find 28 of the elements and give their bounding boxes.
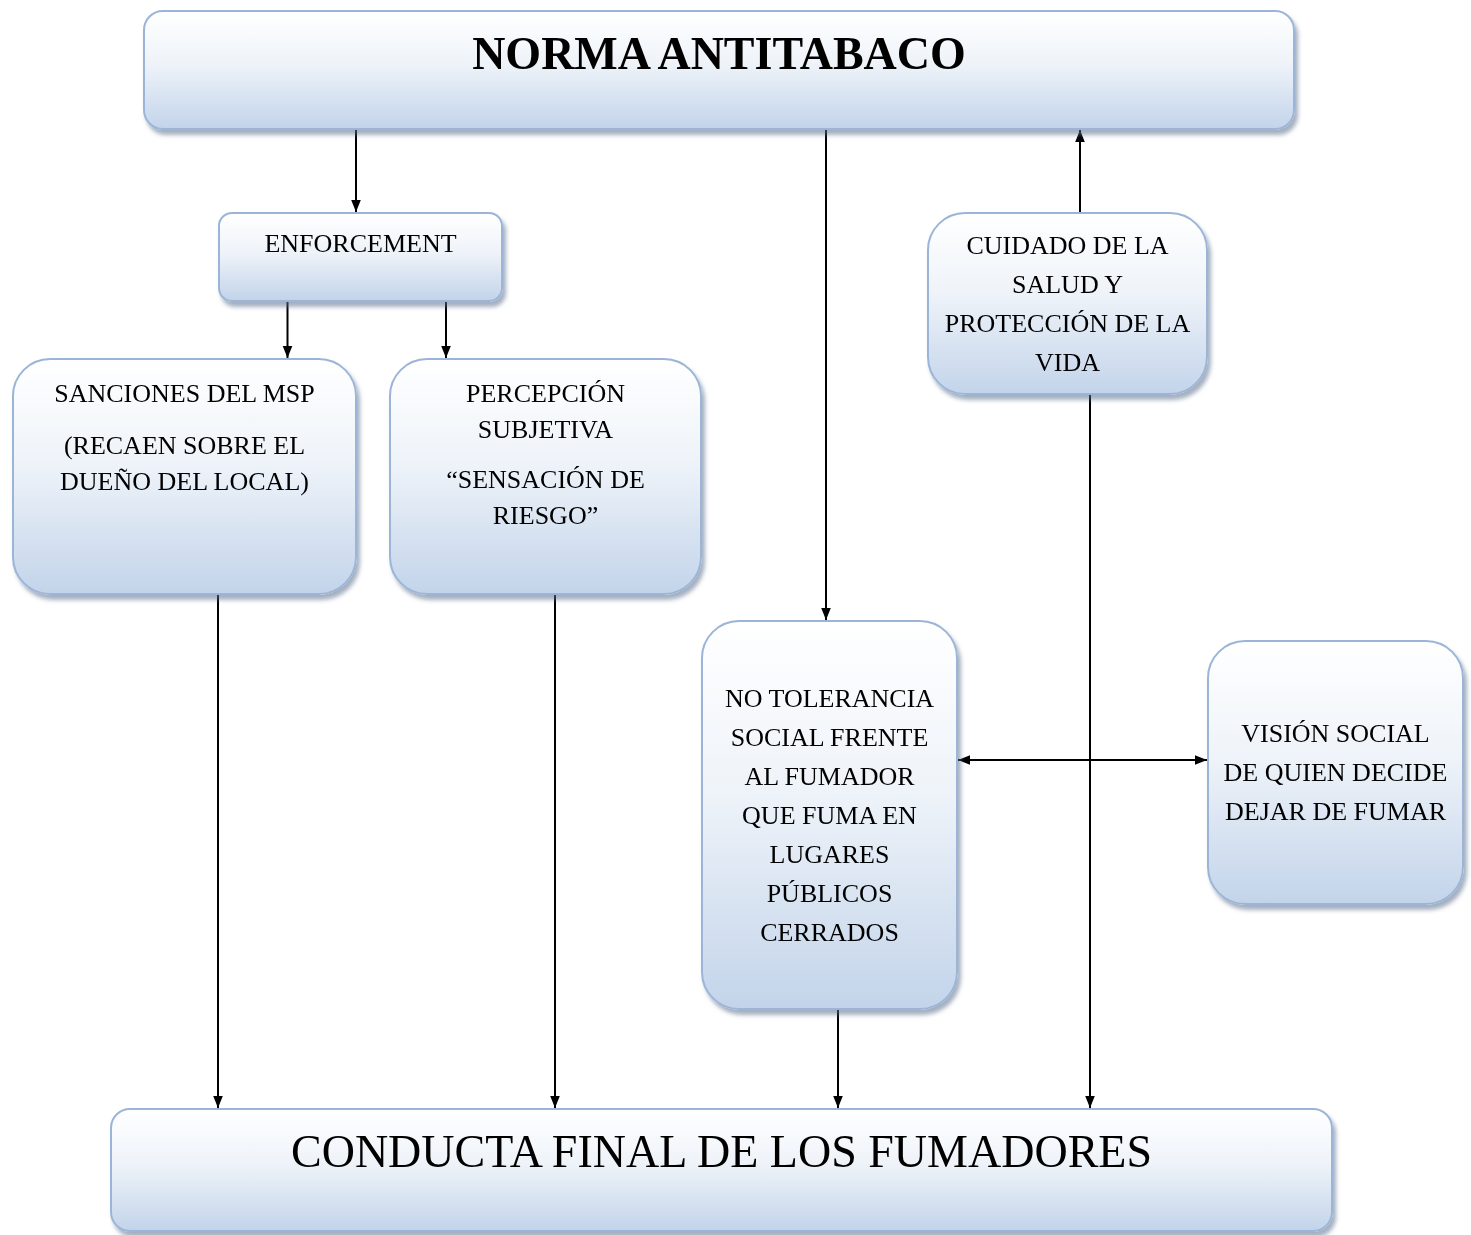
box-title: CONDUCTA FINAL DE LOS FUMADORES bbox=[291, 1125, 1152, 1179]
arrow bbox=[351, 129, 361, 213]
box-title: NORMA ANTITABACO bbox=[472, 27, 966, 81]
box-note: (RECAEN SOBRE EL DUEÑO DEL LOCAL) bbox=[59, 430, 310, 498]
box-title: PERCEPCIÓN SUBJETIVA bbox=[465, 378, 626, 446]
arrow bbox=[550, 594, 560, 1109]
box-title: ENFORCEMENT bbox=[264, 228, 457, 260]
concept-box bbox=[12, 358, 357, 595]
arrow bbox=[213, 594, 223, 1109]
box-title: CUIDADO DE LA SALUD Y PROTECCIÓN DE LA VIDA bbox=[943, 229, 1192, 379]
arrow bbox=[1075, 129, 1085, 213]
arrow bbox=[441, 301, 451, 359]
arrow bbox=[282, 301, 293, 359]
concept-box bbox=[110, 1108, 1333, 1232]
arrow bbox=[957, 755, 1208, 765]
concept-box bbox=[389, 358, 702, 595]
arrow bbox=[833, 1009, 843, 1109]
arrow bbox=[821, 129, 831, 621]
box-note: “SENSACIÓN DE RIESGO” bbox=[445, 464, 646, 532]
box-title: VISIÓN SOCIAL DE QUIEN DECIDE DEJAR DE FUMAR bbox=[1223, 718, 1448, 828]
concept-box bbox=[701, 620, 958, 1010]
box-title: SANCIONES DEL MSP bbox=[54, 378, 315, 410]
concept-box bbox=[1207, 640, 1464, 905]
arrow bbox=[1085, 394, 1095, 1109]
box-title: NO TOLERANCIA SOCIAL FRENTE AL FUMADOR QUE FUMA EN LUGARES PÚBLICOS CERRADOS bbox=[723, 682, 936, 949]
concept-box bbox=[927, 212, 1208, 395]
concept-box bbox=[143, 10, 1295, 130]
concept-box bbox=[218, 212, 503, 302]
